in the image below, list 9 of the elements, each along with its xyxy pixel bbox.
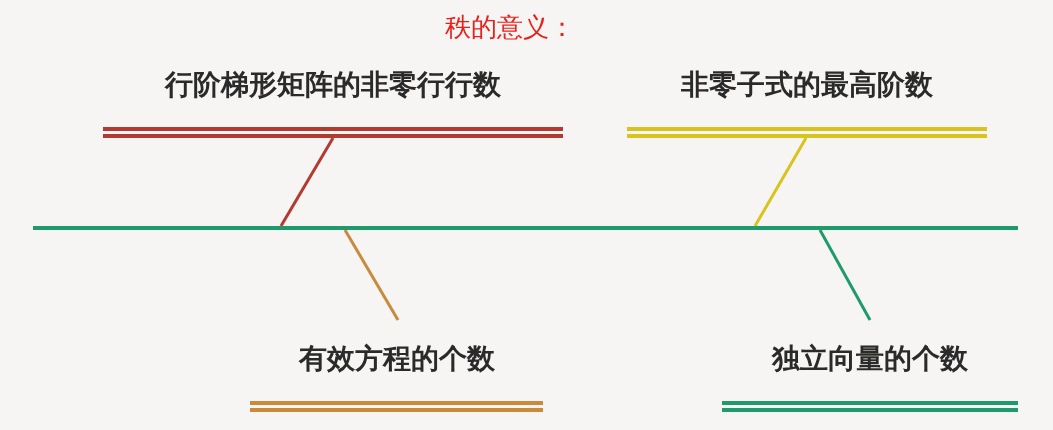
branch-line bbox=[343, 229, 400, 321]
branch-line bbox=[818, 229, 872, 321]
underlined-heading: 独立向量的个数 bbox=[722, 320, 1018, 412]
branch-line bbox=[279, 137, 335, 227]
title: 秩的意义： bbox=[444, 11, 576, 44]
branch-line bbox=[753, 137, 808, 227]
underlined-heading: 非零子式的最高阶数 bbox=[627, 68, 987, 138]
underlined-heading: 行阶梯形矩阵的非零行行数 bbox=[103, 68, 563, 138]
underlined-heading: 有效方程的个数 bbox=[250, 320, 543, 412]
